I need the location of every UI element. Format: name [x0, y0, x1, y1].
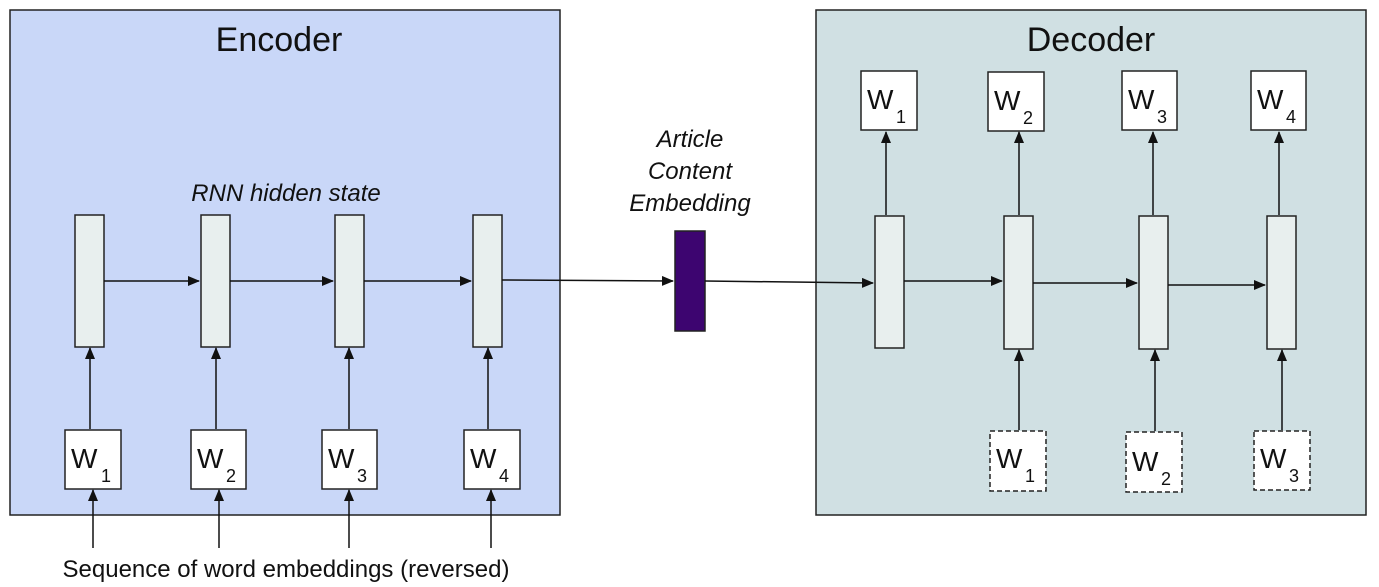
svg-text:1: 1 — [1025, 466, 1035, 486]
encoder-to-embedding-arrow — [501, 275, 674, 286]
decoder-hidden-cell — [1266, 215, 1297, 350]
encoder-hidden-cell — [200, 214, 231, 348]
svg-text:W: W — [994, 85, 1021, 116]
encoder-input-w2: W 2 — [190, 429, 247, 490]
decoder-title: Decoder — [1027, 21, 1156, 59]
decoder-input-w3: W 3 — [1253, 430, 1311, 491]
input-sequence-caption: Sequence of word embeddings (reversed) — [63, 556, 510, 583]
svg-text:W: W — [328, 443, 355, 474]
encoder-hidden-cell — [74, 214, 105, 348]
svg-text:W: W — [1132, 446, 1159, 477]
encoder-hidden-cell — [334, 214, 365, 348]
decoder-hidden-cell — [1138, 215, 1169, 350]
svg-text:3: 3 — [1289, 466, 1299, 486]
decoder-input-w1: W 1 — [989, 430, 1047, 492]
encoder-hidden-cell — [472, 214, 503, 348]
encoder-input-w4: W 4 — [463, 429, 521, 490]
svg-text:W: W — [867, 84, 894, 115]
svg-text:W: W — [470, 443, 497, 474]
svg-text:W: W — [1260, 443, 1287, 474]
svg-text:2: 2 — [226, 466, 236, 486]
embedding-to-decoder-arrow — [704, 277, 874, 288]
svg-text:3: 3 — [1157, 107, 1167, 127]
decoder-output-w1: W 1 — [860, 70, 918, 131]
svg-text:W: W — [197, 443, 224, 474]
svg-text:1: 1 — [101, 466, 111, 486]
decoder-hidden-cell — [1003, 215, 1034, 350]
article-embedding-label-line1: Article — [655, 126, 724, 153]
svg-text:W: W — [1128, 84, 1155, 115]
svg-text:W: W — [1257, 84, 1284, 115]
hidden-state-label: RNN hidden state — [191, 180, 380, 207]
svg-text:2: 2 — [1023, 108, 1033, 128]
decoder-input-w2: W 2 — [1125, 431, 1183, 493]
decoder-output-w3: W 3 — [1121, 70, 1178, 131]
svg-text:2: 2 — [1161, 469, 1171, 489]
article-embedding-label-line2: Content — [648, 158, 733, 185]
encoder-input-w3: W 3 — [321, 429, 378, 490]
article-embedding-label-line3: Embedding — [629, 190, 751, 217]
encoder-input-w1: W 1 — [64, 429, 122, 490]
svg-text:3: 3 — [357, 466, 367, 486]
svg-text:W: W — [996, 443, 1023, 474]
svg-text:W: W — [71, 443, 98, 474]
decoder-output-w2: W 2 — [987, 71, 1045, 132]
svg-text:4: 4 — [499, 466, 509, 486]
svg-text:1: 1 — [896, 107, 906, 127]
article-content-embedding — [674, 230, 706, 332]
decoder-output-w4: W 4 — [1250, 70, 1307, 131]
decoder-hidden-cell — [874, 215, 905, 349]
encoder-title: Encoder — [216, 21, 343, 59]
svg-text:4: 4 — [1286, 107, 1296, 127]
